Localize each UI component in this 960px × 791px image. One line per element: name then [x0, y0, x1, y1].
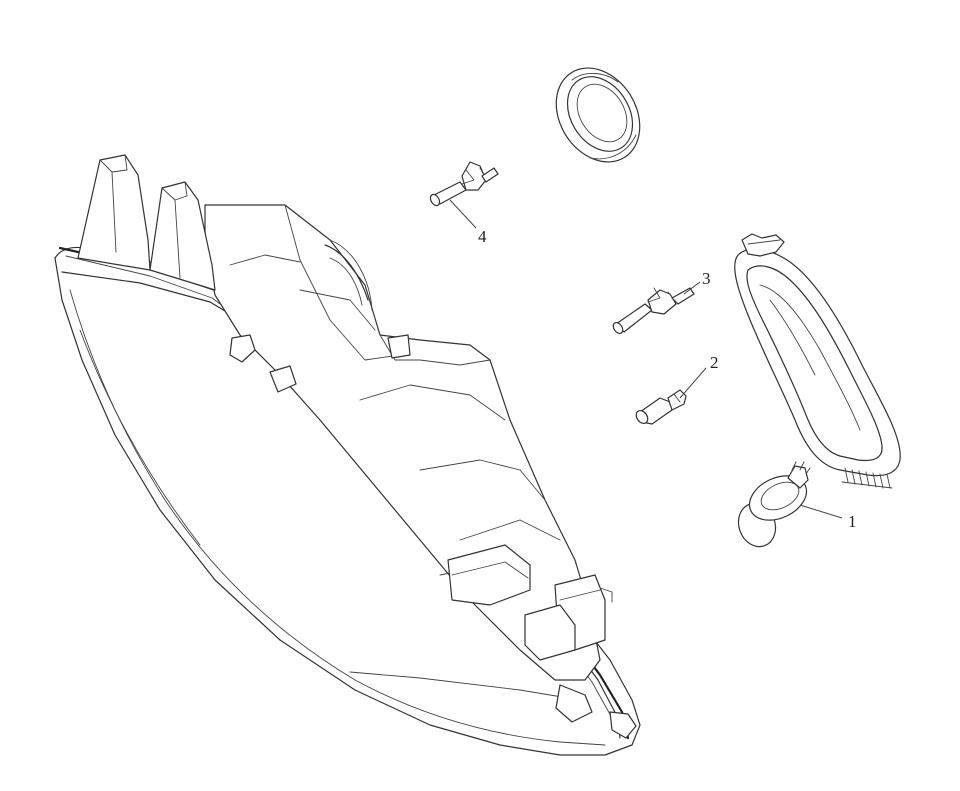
part-2-small-bulb	[635, 389, 687, 425]
part-3-bulb-with-socket	[612, 287, 695, 335]
callout-leaders	[449, 199, 843, 519]
callout-labels: 1 2 3 4	[478, 227, 857, 531]
leader-3	[683, 281, 701, 295]
leader-2	[679, 367, 707, 399]
headlight-housing	[54, 154, 641, 756]
part-4-side-bulb	[429, 161, 499, 207]
callout-4: 4	[478, 227, 487, 246]
leader-1	[799, 504, 843, 519]
callout-2: 2	[710, 353, 719, 372]
rubber-dust-cap	[555, 67, 641, 163]
leader-4	[449, 199, 477, 229]
lamp-gasket	[734, 233, 901, 489]
callout-3: 3	[702, 269, 711, 288]
callout-1: 1	[848, 512, 857, 531]
part-1-bulb-socket	[737, 461, 811, 548]
